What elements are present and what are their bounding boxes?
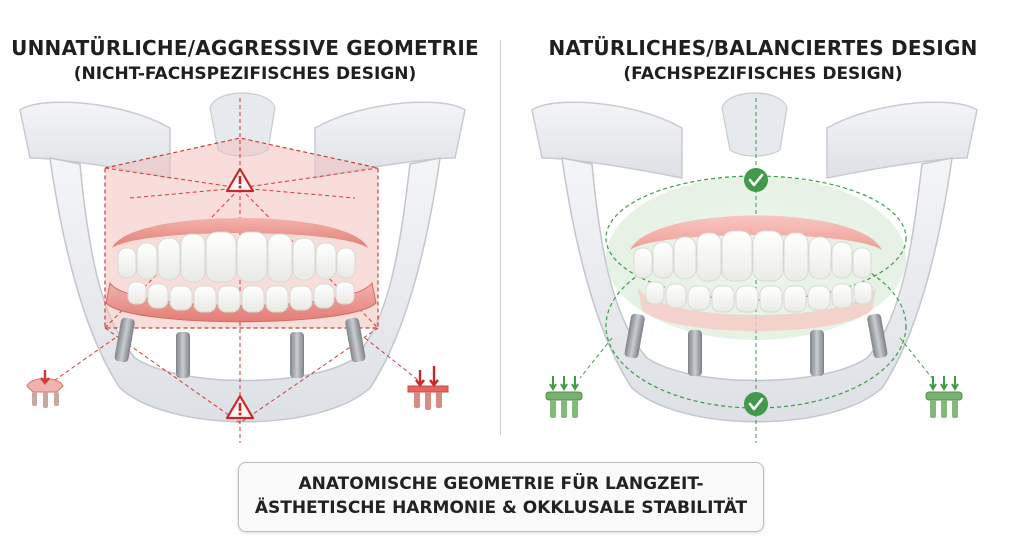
balanced-implant-icon-left [545,376,583,418]
right-jaw-illustration [531,92,978,443]
balanced-implant-icon-right [925,376,963,418]
warning-icon [225,394,255,420]
caption-box: ANATOMISCHE GEOMETRIE FÜR LANGZEIT- ÄSTH… [238,462,764,532]
stress-implant-icon-right [407,366,449,410]
left-title: UNNATÜRLICHE/AGGRESSIVE GEOMETRIE [11,36,479,60]
upper-teeth [633,230,872,282]
implant-posts [624,313,888,376]
check-icon [744,392,768,416]
upper-gum [112,218,368,248]
stress-implant-icon-left [26,370,64,408]
left-heading: UNNATÜRLICHE/AGGRESSIVE GEOMETRIE (NICHT… [6,36,484,84]
upper-gum [630,215,882,250]
mandible-right [561,157,953,423]
right-title: NATÜRLICHES/BALANCIERTES DESIGN [548,36,978,60]
mandible-left [49,157,441,423]
lower-teeth [645,281,873,313]
check-icon [744,168,768,192]
lower-teeth [127,281,355,313]
implant-posts [114,317,366,378]
nasal-area [721,92,788,157]
right-subtitle: (FACHSPEZIFISCHES DESIGN) [623,64,903,84]
panel-divider [500,40,501,435]
left-subtitle: (NICHT-FACHSPEZIFISCHES DESIGN) [73,64,417,84]
lower-gum [638,288,876,331]
warning-icon [225,167,255,193]
caption-line-2: ÄSTHETISCHE HARMONIE & OKKLUSALE STABILI… [254,498,748,518]
cheekbone-left [531,101,683,179]
cheekbone-right [314,101,466,179]
cheekbone-right [826,101,978,179]
upper-teeth [117,231,356,283]
caption-line-1: ANATOMISCHE GEOMETRIE FÜR LANGZEIT- [298,474,704,494]
left-jaw-illustration [19,92,466,443]
right-heading: NATÜRLICHES/BALANCIERTES DESIGN (FACHSPE… [520,36,1006,84]
